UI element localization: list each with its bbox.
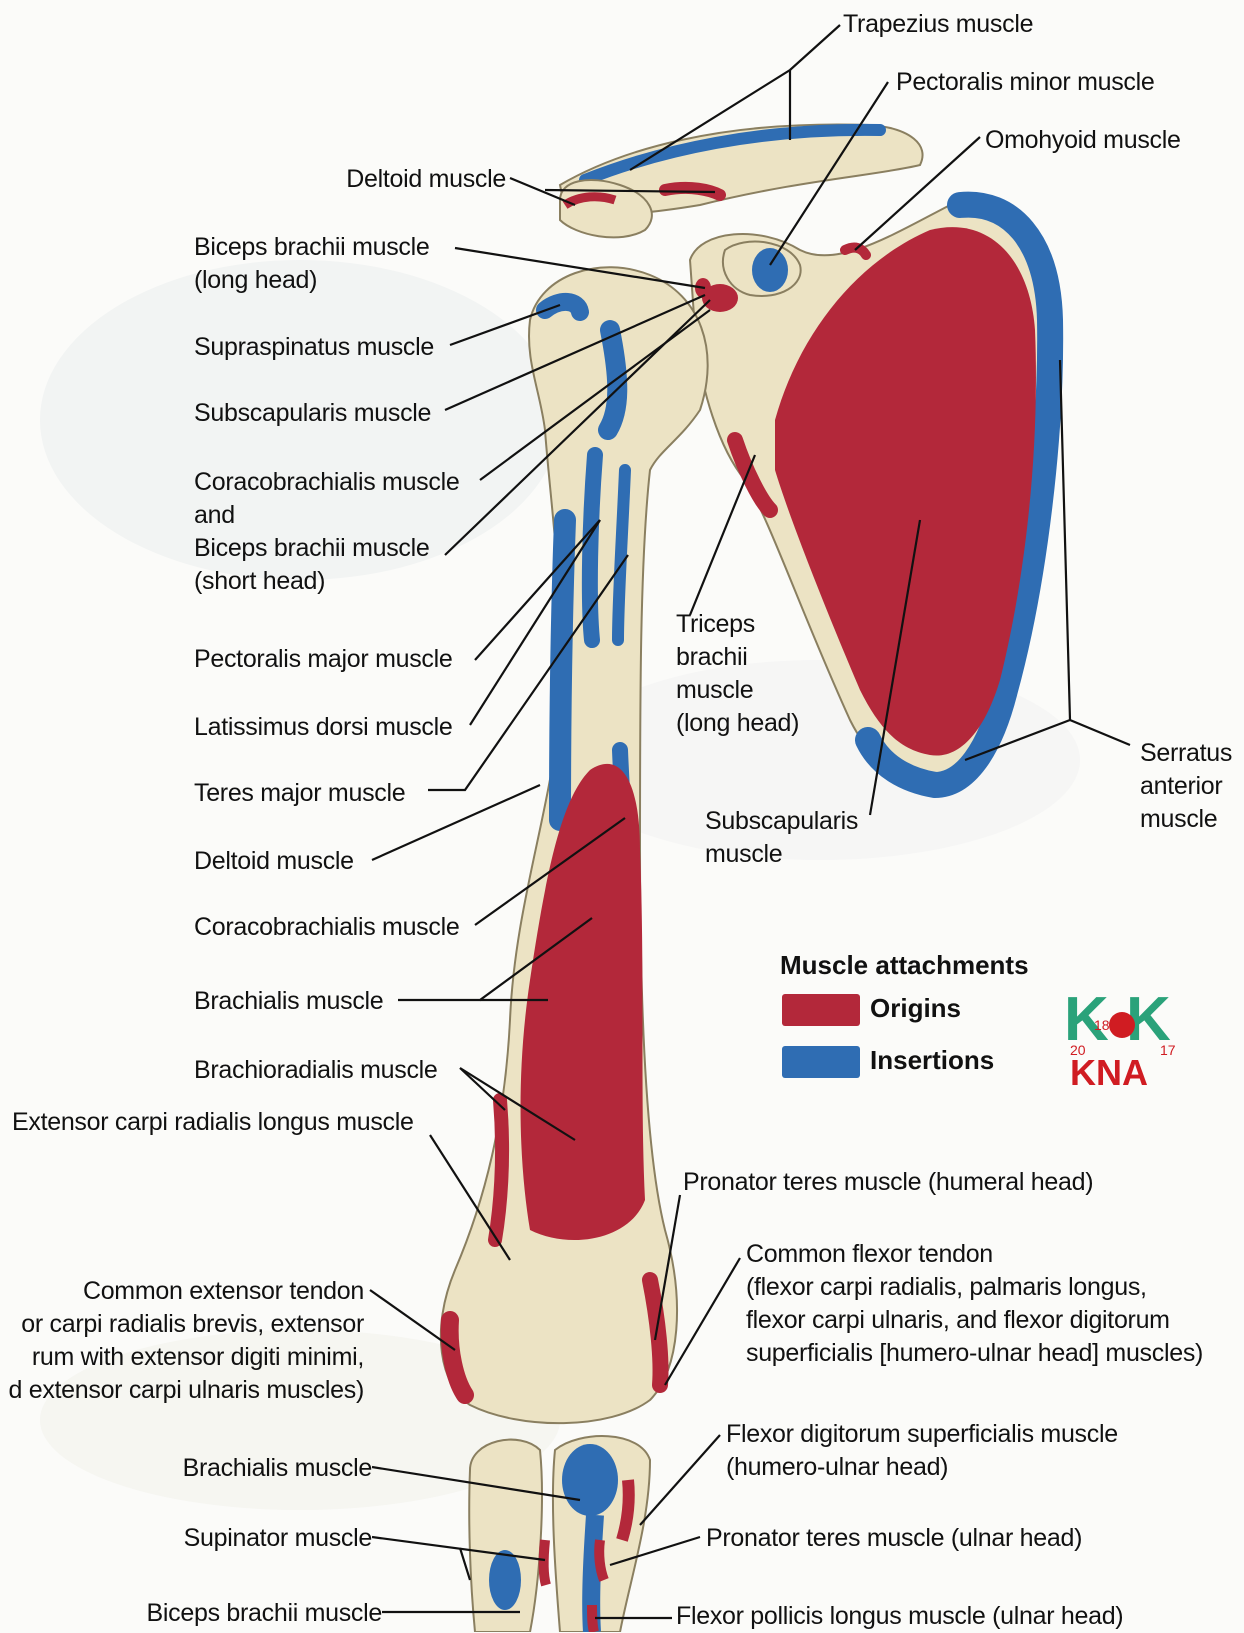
label-common-flexor-tendon: Common flexor tendon(flexor carpi radial… [746, 1238, 1203, 1370]
label-pectoralis-minor: Pectoralis minor muscle [896, 66, 1154, 99]
label-fpl: Flexor pollicis longus muscle (ulnar hea… [676, 1600, 1123, 1633]
label-subscapularis-left: Subscapularis muscle [194, 397, 431, 430]
label-trapezius: Trapezius muscle [843, 8, 1033, 41]
legend-insertions: Insertions [782, 1045, 994, 1078]
label-brachialis: Brachialis muscle [194, 985, 383, 1018]
label-supinator: Supinator muscle [184, 1522, 372, 1555]
label-pectoralis-major: Pectoralis major muscle [194, 643, 452, 676]
label-latissimus: Latissimus dorsi muscle [194, 711, 452, 744]
label-deltoid-top: Deltoid muscle [346, 163, 506, 196]
label-ecrl: Extensor carpi radialis longus muscle [12, 1106, 414, 1139]
label-coracobrachialis: Coracobrachialis muscle [194, 911, 459, 944]
label-biceps-long: Biceps brachii muscle(long head) [194, 231, 429, 297]
label-deltoid-mid: Deltoid muscle [194, 845, 354, 878]
kna-logo: K K 18 20 17 KNA [1060, 985, 1200, 1095]
svg-text:KNA: KNA [1070, 1052, 1148, 1093]
forearm-bones [469, 1436, 650, 1632]
svg-text:17: 17 [1160, 1042, 1176, 1058]
legend-origins: Origins [782, 993, 961, 1026]
label-brachialis-bottom: Brachialis muscle [183, 1452, 372, 1485]
label-biceps-bottom: Biceps brachii muscle [147, 1597, 382, 1630]
label-supraspinatus: Supraspinatus muscle [194, 331, 434, 364]
legend-title: Muscle attachments [780, 950, 1029, 981]
label-brachioradialis: Brachioradialis muscle [194, 1054, 438, 1087]
origins-swatch [782, 994, 860, 1026]
label-pronator-humeral: Pronator teres muscle (humeral head) [683, 1166, 1093, 1199]
label-pronator-ulnar: Pronator teres muscle (ulnar head) [706, 1522, 1082, 1555]
svg-text:18: 18 [1094, 1017, 1110, 1033]
label-omohyoid: Omohyoid muscle [985, 124, 1181, 157]
label-fds: Flexor digitorum superficialis muscle(hu… [726, 1418, 1118, 1484]
insertions-swatch [782, 1046, 860, 1078]
label-teres-major: Teres major muscle [194, 777, 405, 810]
